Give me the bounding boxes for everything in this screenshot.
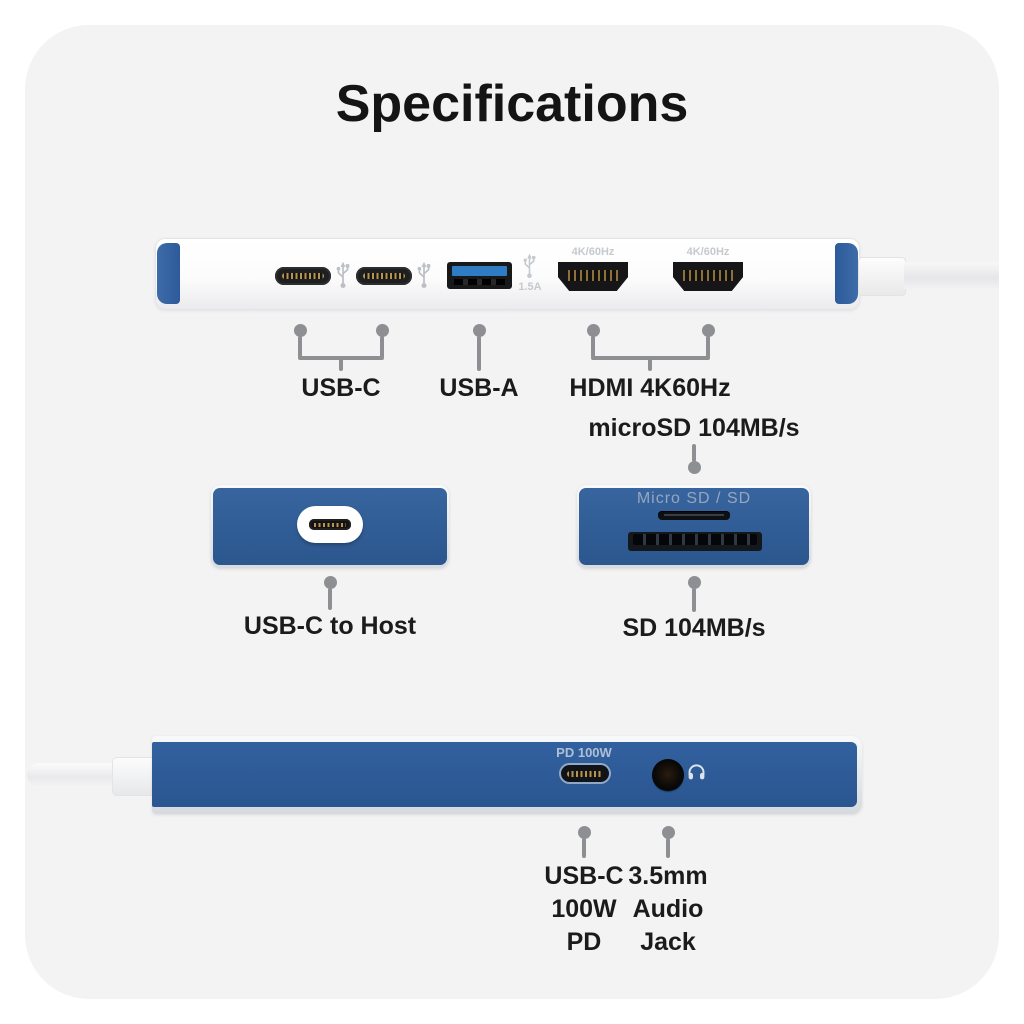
card-slot-engraving: Micro SD / SD <box>636 490 752 507</box>
microsd-slot-inner <box>664 514 724 516</box>
label-hdmi: HDMI 4K60Hz <box>569 374 731 402</box>
callout-dot <box>375 323 389 337</box>
callout-line <box>380 336 384 358</box>
callout-dot <box>472 323 486 337</box>
usbc-host-pins <box>314 522 346 527</box>
host-cable <box>904 262 999 289</box>
callout-line <box>298 336 302 358</box>
callout-line <box>648 358 652 371</box>
callout-dot <box>586 323 600 337</box>
label-audio-line2: Audio <box>632 895 704 923</box>
usbc-port-1-pins <box>282 273 324 279</box>
hub-left-end-cap <box>157 243 180 304</box>
hub-card-reader-face <box>579 488 809 565</box>
audio-jack-port <box>652 759 684 791</box>
host-cable-back <box>27 763 113 787</box>
callout-line <box>706 336 710 358</box>
usbc-host-port <box>297 506 363 543</box>
microsd-slot <box>658 511 730 520</box>
callout-dot <box>293 323 307 337</box>
callout-line <box>477 336 481 371</box>
usbc-pd-pins <box>567 770 603 777</box>
callout-line <box>692 588 696 612</box>
callout-dot <box>323 575 337 589</box>
hdmi1-speed-engraving: 4K/60Hz <box>571 246 615 258</box>
page-title: Specifications <box>335 75 689 133</box>
label-usb-a: USB-A <box>439 374 519 402</box>
usbc-pd-port <box>561 765 609 782</box>
label-usbc-pd-line3: PD <box>566 928 602 956</box>
host-cable-strain-relief <box>112 757 156 796</box>
label-usbc-pd: USB-C 100W PD <box>514 860 654 959</box>
label-microsd-speed: microSD 104MB/s <box>588 414 800 442</box>
callout-line <box>591 336 595 358</box>
callout-line <box>339 358 343 371</box>
label-audio-line1: 3.5mm <box>628 862 708 890</box>
hdmi-port-1-pins <box>568 270 618 281</box>
label-audio-line3: Jack <box>640 928 696 956</box>
pd-engraving: PD 100W <box>556 745 612 760</box>
callout-dot <box>577 825 591 839</box>
sd-slot-ridges <box>633 534 757 545</box>
label-usbc-pd-line1: USB-C <box>544 862 624 890</box>
hub-card-reader-view <box>577 485 811 568</box>
label-usbc-pd-line2: 100W <box>551 895 617 923</box>
callout-dot <box>687 575 701 589</box>
usba-amp-engraving: 1.5A <box>518 281 542 293</box>
callout-dot <box>701 323 715 337</box>
usba-port-notches <box>454 279 505 285</box>
hdmi2-speed-engraving: 4K/60Hz <box>686 246 730 258</box>
host-cable-connector <box>858 257 906 296</box>
callout-dot <box>661 825 675 839</box>
usb-trident-icon <box>523 253 536 279</box>
hub-right-end-cap <box>835 243 858 304</box>
callout-line <box>582 838 586 858</box>
headphones-icon <box>688 764 705 780</box>
usb-trident-icon <box>336 261 350 289</box>
label-usb-c-to-host: USB-C to Host <box>243 612 417 640</box>
label-usb-c: USB-C <box>301 374 381 402</box>
usbc-host-connector <box>309 519 351 530</box>
usba-port <box>447 262 512 289</box>
hub-back-view <box>152 736 862 814</box>
label-audio-jack: 3.5mm Audio Jack <box>598 860 738 959</box>
usbc-port-2-pins <box>363 273 405 279</box>
hdmi-port-2-pins <box>683 270 733 281</box>
usbc-port-1 <box>275 267 331 285</box>
usb-trident-icon <box>417 261 431 289</box>
callout-dot <box>687 461 701 474</box>
callout-line <box>666 838 670 858</box>
callout-line <box>328 588 332 610</box>
hdmi-port-2 <box>673 262 743 291</box>
label-sd-speed: SD 104MB/s <box>622 614 766 642</box>
background-panel <box>25 25 999 999</box>
usbc-port-2 <box>356 267 412 285</box>
hub-back-face <box>152 742 857 807</box>
usba-port-tongue <box>452 266 507 276</box>
hdmi-port-1 <box>558 262 628 291</box>
sd-slot <box>628 532 762 551</box>
callout-line <box>692 444 696 462</box>
